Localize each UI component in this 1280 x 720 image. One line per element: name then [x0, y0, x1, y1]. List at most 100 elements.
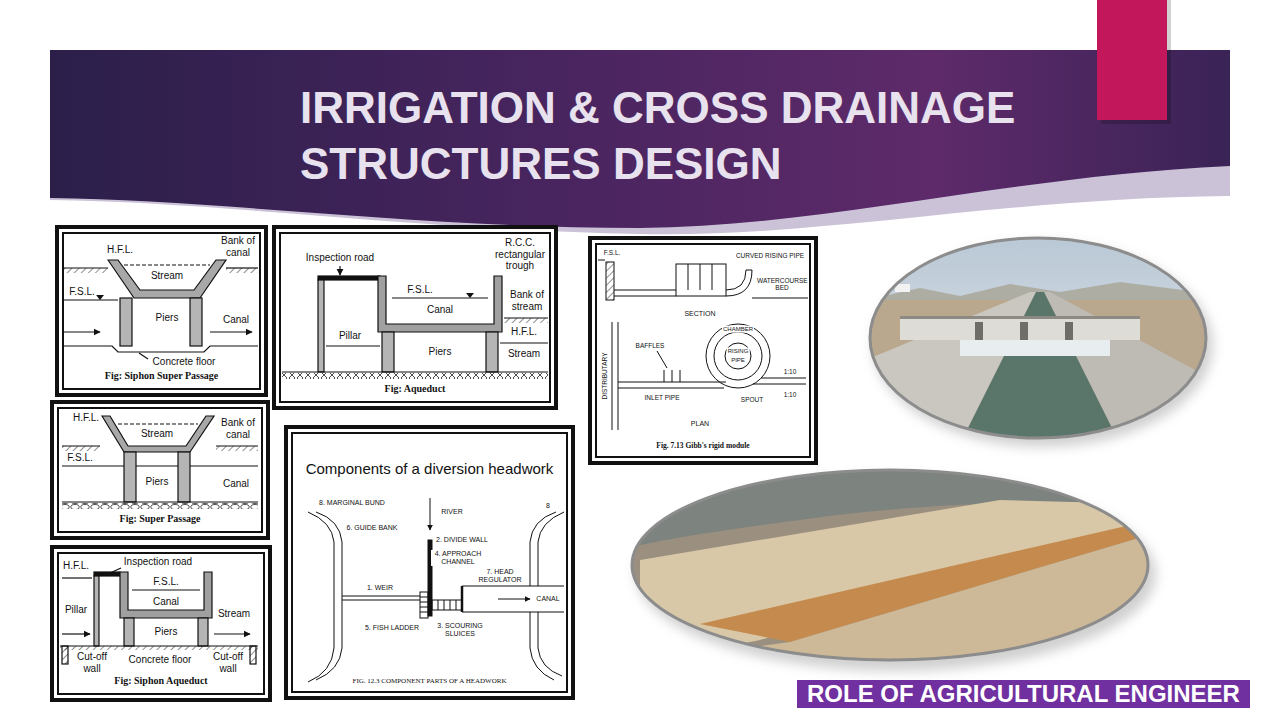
- gibb-module-figure: [726, 270, 746, 290]
- figure-heading: Components of a diversion headwork: [306, 460, 554, 478]
- headwork-figure: [444, 600, 445, 610]
- figure-label: Bank of canal: [217, 417, 259, 440]
- figure-label: SECTION: [683, 310, 716, 318]
- title-band: [50, 50, 1230, 234]
- figure-caption: FIG. 12.3 COMPONENT PARTS OF A HEADWORK: [353, 677, 507, 685]
- gibb-module-figure: [753, 384, 806, 385]
- gibb-module-figure: [664, 370, 665, 382]
- figure-label: Concrete floor: [128, 654, 193, 666]
- gibb-module-figure: [614, 290, 676, 291]
- figure-label: 1:10: [783, 368, 798, 375]
- figure-label: Canal: [222, 314, 250, 326]
- canal-gate-photo: [866, 234, 1214, 447]
- figure-label: Pillar: [64, 604, 88, 616]
- figure-caption: Fig: Siphon Aqueduct: [114, 675, 207, 687]
- headwork-figure: [462, 586, 564, 587]
- siphon-aqueduct-figure: [120, 572, 212, 618]
- lined-canal-photo: [628, 534, 1152, 664]
- figure-label: 8. MARGINAL BUND: [318, 499, 386, 507]
- gibb-module-figure: [614, 296, 676, 297]
- figure-label: Piers: [154, 626, 179, 638]
- figure-label: Stream: [150, 270, 184, 282]
- figure-label: Cut-off wall: [71, 651, 113, 674]
- canal-gate-photo: [1020, 322, 1028, 340]
- siphon-aqueduct-figure: [214, 633, 250, 634]
- aqueduct-figure: [486, 332, 498, 372]
- figure-label: 7. HEAD REGULATOR: [475, 568, 525, 584]
- gibb-module-figure: [700, 264, 701, 290]
- headwork-figure: [420, 602, 428, 603]
- gibb-module-figure: [725, 343, 751, 369]
- headwork-figure: [420, 612, 428, 613]
- gibb-module-figure: [712, 264, 713, 290]
- aqueduct-figure: [282, 266, 548, 379]
- canal-gate-photo: [866, 234, 1214, 444]
- super-passage-figure: [124, 452, 136, 502]
- figure-frame: Fig. 7.13 Gibb's rigid module: [588, 236, 818, 465]
- gibb-module-figure: [606, 262, 614, 300]
- headwork-figure: [438, 600, 439, 610]
- aqueduct-figure: [282, 371, 548, 372]
- canal-gate-photo: [960, 340, 1110, 356]
- figure-label: 1:10: [783, 391, 798, 398]
- lined-canal-photo: [628, 466, 1152, 664]
- super-passage-figure: [62, 416, 258, 509]
- siphon-super-passage-figure: [62, 260, 258, 359]
- figure-label: Pillar: [338, 330, 362, 342]
- headwork-figure: [462, 612, 564, 613]
- figure-label: PLAN: [690, 420, 710, 428]
- canal-gate-photo: [960, 292, 1120, 444]
- figure-label: Canal: [222, 478, 250, 490]
- figure-label: Piers: [145, 476, 170, 488]
- figure-label: 8: [545, 502, 551, 510]
- siphon-aqueduct-figure: [250, 646, 256, 664]
- headwork-figure: [308, 512, 334, 682]
- figure-label: WATERCOURSE BED: [756, 277, 808, 292]
- figure-label: Stream: [217, 608, 251, 620]
- figure-label: SPOUT: [740, 396, 764, 403]
- gibb-module-figure: [598, 260, 605, 261]
- siphon-super-passage-figure: [124, 264, 210, 265]
- figure-label: INLET PIPE: [644, 394, 681, 401]
- siphon-aqueduct-figure: [110, 568, 121, 573]
- accent-block: [1097, 0, 1167, 120]
- siphon-aqueduct-figure: [198, 618, 208, 646]
- siphon-super-passage-figure: [139, 353, 148, 359]
- headwork-figure: [432, 600, 462, 610]
- headwork-figure: [420, 597, 428, 598]
- title-band: [50, 50, 1230, 234]
- headwork-figure: [308, 498, 564, 682]
- slide-title: IRRIGATION & CROSS DRAINAGE STRUCTURES D…: [300, 80, 1090, 192]
- figure-label: F.S.L.: [603, 249, 622, 256]
- gibb-module-figure: [714, 332, 762, 380]
- gibb-module-figure: [746, 270, 752, 271]
- aqueduct-figure: [500, 342, 548, 343]
- super-passage-figure: [102, 416, 214, 452]
- gibb-module-figure: [618, 322, 619, 430]
- headwork-figure: [538, 512, 564, 586]
- figure-label: Inspection road: [123, 556, 193, 568]
- figure-label: Bank of canal: [217, 235, 259, 258]
- siphon-super-passage-figure: [226, 268, 258, 273]
- gibb-module-figure: [657, 351, 667, 368]
- gibb-module-figure: [680, 370, 681, 382]
- figure-label: 6. GUIDE BANK: [346, 524, 399, 532]
- siphon-aqueduct-figure: [94, 576, 99, 646]
- siphon-aqueduct-figure: [60, 646, 258, 650]
- siphon-super-passage-figure: [108, 260, 226, 298]
- figure-label: DISTRIBUTARY: [601, 351, 608, 400]
- aqueduct-figure: [382, 332, 394, 372]
- gibb-module-figure: [726, 270, 752, 296]
- gibb-module-figure: [688, 264, 689, 290]
- canal-gate-photo: [870, 238, 1206, 438]
- figure-caption: Fig: Super Passage: [120, 513, 201, 525]
- title-band: [50, 50, 1230, 228]
- super-passage-figure: [62, 503, 258, 509]
- super-passage-figure: [62, 446, 100, 451]
- headwork-figure: [420, 607, 428, 608]
- figure-label: 3. SCOURING SLUICES: [435, 622, 485, 638]
- figure-label: F.S.L.: [66, 452, 94, 464]
- headwork-figure: [538, 612, 562, 676]
- figure-label: 4. APPROACH CHANNEL: [431, 550, 485, 566]
- figure-label: Bank of stream: [505, 289, 549, 312]
